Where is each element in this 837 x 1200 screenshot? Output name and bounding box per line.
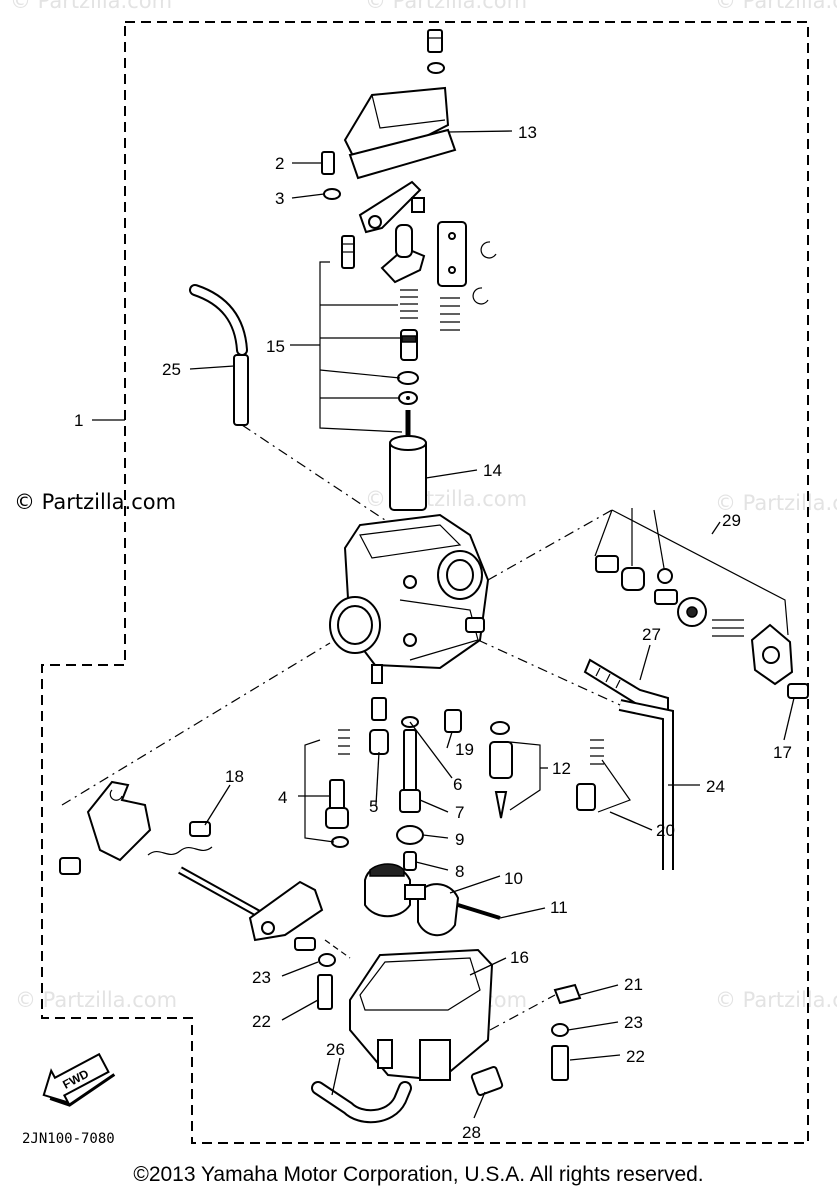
watermark-faded: © Partzilla.com: [365, 0, 527, 13]
callout-3: 3: [275, 189, 284, 208]
leader-bowl: [324, 939, 351, 959]
bracket-20: [597, 759, 631, 813]
callout-25: 25: [162, 360, 181, 379]
callout-26: 26: [326, 1040, 345, 1059]
bracket-4: [304, 739, 335, 843]
callout-20: 20: [656, 821, 675, 840]
bracket-15: [319, 261, 403, 433]
hose-26: [311, 1081, 412, 1124]
callout-8: 8: [455, 862, 464, 881]
leader-29-c: [653, 509, 665, 569]
link-lever-top: [358, 180, 425, 234]
copyright-notice: ©2013 Yamaha Motor Corporation, U.S.A. A…: [133, 1163, 704, 1186]
callout-17: 17: [773, 743, 792, 762]
callout-4: 4: [278, 788, 287, 807]
float-pin-11: [457, 903, 501, 920]
callout-6: 6: [453, 775, 462, 794]
callout-15: 15: [266, 337, 285, 356]
bracket-29: [611, 509, 789, 636]
float-10: [364, 863, 460, 937]
callout-23: 23: [252, 968, 271, 987]
callout-5: 5: [369, 797, 378, 816]
leader-body-right: [487, 509, 613, 581]
screw-17: [787, 683, 809, 699]
drain-screw-28: [470, 1066, 504, 1096]
callout-22: 22: [252, 1012, 271, 1031]
callout-16: 16: [510, 948, 529, 967]
callout-2: 2: [275, 154, 284, 173]
callout-22: 22: [626, 1047, 645, 1066]
callout-9: 9: [455, 830, 464, 849]
watermark-faded: © Partzilla.com: [15, 988, 177, 1012]
leader-hose: [241, 424, 386, 521]
hose-24: [618, 699, 674, 870]
callout-21: 21: [624, 975, 643, 994]
watermark-faded: © Partzilla.com: [10, 0, 172, 13]
throttle-plate: [437, 221, 497, 305]
throttle-linkage: [59, 780, 324, 942]
callout-7: 7: [455, 803, 464, 822]
callout-leaders: [92, 130, 795, 1119]
jet-parts: [325, 697, 604, 871]
callout-10: 10: [504, 869, 523, 888]
callout-23: 23: [624, 1013, 643, 1032]
callout-19: 19: [455, 740, 474, 759]
watermark-faded: © Partzilla.com: [715, 491, 837, 515]
carb-top-cover: [343, 86, 457, 180]
callout-11: 11: [550, 898, 568, 917]
fwd-arrow-icon: FWD: [42, 1052, 116, 1107]
needle-clip-15: [397, 329, 419, 405]
springs-15: [400, 289, 460, 331]
idle-screw-group-29: [595, 555, 794, 686]
leader-body-right2: [477, 639, 621, 706]
callout-1: 1: [74, 411, 83, 430]
top-screw: [427, 29, 445, 74]
watermark-main: © Partzilla.com: [14, 490, 176, 514]
screw-2: [321, 151, 335, 175]
link-bracket: [380, 224, 426, 284]
throttle-valve-14: [389, 435, 427, 511]
watermark-faded: © Partzilla.com: [715, 988, 837, 1012]
callout-27: 27: [642, 625, 661, 644]
screw-15: [341, 235, 355, 269]
carburetor-body: [329, 513, 490, 684]
washer-3: [323, 188, 341, 200]
bowl-screws: [294, 937, 582, 1081]
callout-14: 14: [483, 461, 502, 480]
callout-28: 28: [462, 1123, 481, 1142]
callout-18: 18: [225, 767, 244, 786]
callout-24: 24: [706, 777, 725, 796]
float-bowl-16: [349, 948, 494, 1082]
callout-29: 29: [722, 511, 741, 530]
drawing-reference: 2JN100-7080: [22, 1131, 115, 1147]
callout-12: 12: [552, 759, 571, 778]
leader-linkage: [61, 642, 331, 806]
watermark-faded: © Partzilla.com: [715, 0, 837, 13]
assembly-outline: [41, 21, 809, 1144]
hose-25: [189, 284, 249, 426]
callout-labels: 13 2 3 15 25 1 14 29 27 17 24 20 12 19 6…: [74, 123, 792, 1142]
leader-29-left: [594, 509, 613, 557]
callout-13: 13: [518, 123, 537, 142]
bracket-12: [509, 741, 541, 811]
